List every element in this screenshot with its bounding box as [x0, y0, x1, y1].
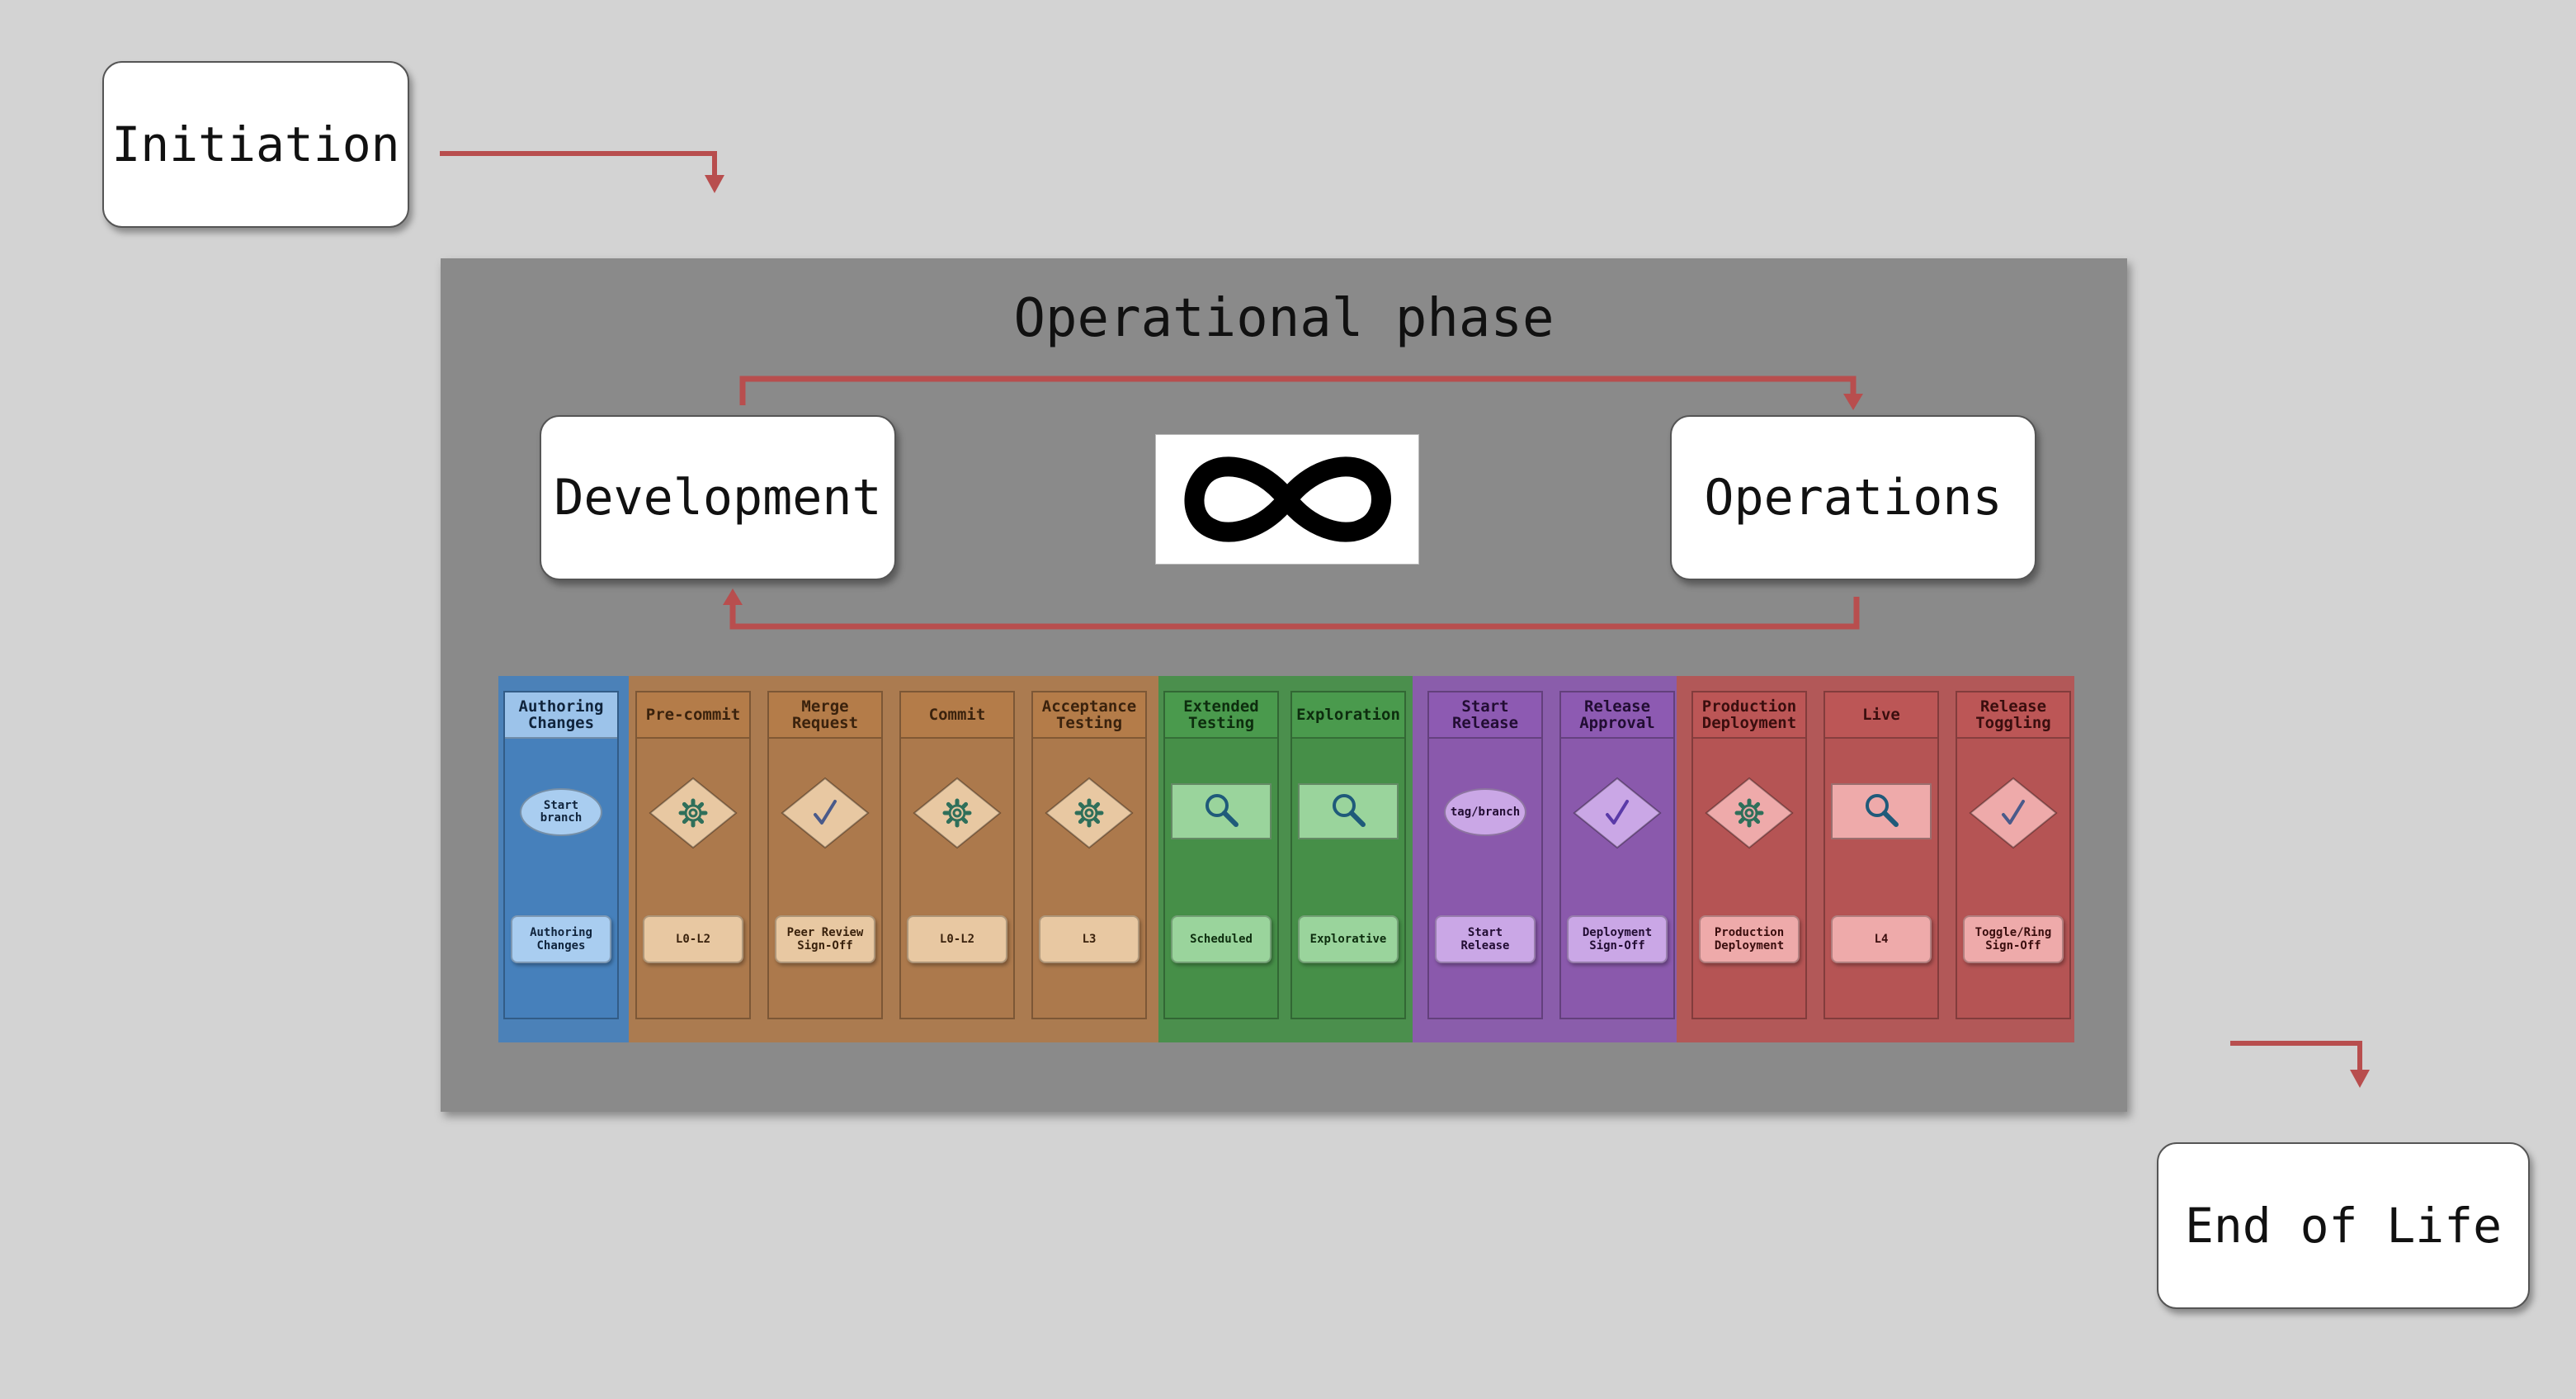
- magnifier-icon: [1861, 790, 1901, 833]
- review-rect: [1298, 783, 1399, 839]
- lane-title: Release Toggling: [1957, 692, 2069, 739]
- magnifier-icon: [1201, 790, 1241, 833]
- check-icon: [1601, 796, 1634, 833]
- start-ellipse-label: tag/branch: [1444, 788, 1526, 836]
- lane-title: Release Approval: [1561, 692, 1673, 739]
- lane-card: Start Release: [1435, 915, 1536, 963]
- lane: Release Toggling Toggle/Ring Sign-Off: [1956, 691, 2071, 1019]
- lane: Acceptance Testing L3: [1031, 691, 1147, 1019]
- initiation-phase: Initiation: [102, 61, 409, 228]
- check-icon: [1997, 796, 2030, 833]
- end-of-life-phase: End of Life: [2157, 1142, 2530, 1309]
- lane-card: Deployment Sign-Off: [1567, 915, 1668, 963]
- decision-diamond: [779, 775, 871, 854]
- lane-card: Explorative: [1298, 915, 1399, 963]
- gear-icon: [1733, 796, 1766, 833]
- gear-icon: [941, 796, 974, 833]
- lane-card: Toggle/Ring Sign-Off: [1963, 915, 2064, 963]
- lane-title: Pre-commit: [637, 692, 749, 739]
- decision-diamond: [1571, 775, 1663, 854]
- gear-icon: [677, 796, 710, 833]
- lane-card: L4: [1831, 915, 1932, 963]
- lane-card: Production Deployment: [1699, 915, 1800, 963]
- lane-title: Merge Request: [769, 692, 881, 739]
- decision-diamond: [911, 775, 1003, 854]
- lane-card: L0-L2: [643, 915, 743, 963]
- lane-card: Peer Review Sign-Off: [775, 915, 875, 963]
- decision-diamond: [1703, 775, 1795, 854]
- lane-title: Acceptance Testing: [1033, 692, 1145, 739]
- lane-title: Start Release: [1429, 692, 1541, 739]
- lane-title: Extended Testing: [1165, 692, 1277, 739]
- lane-title: Production Deployment: [1693, 692, 1805, 739]
- lane: Merge Request Peer Review Sign-Off: [767, 691, 883, 1019]
- start-ellipse: Start branch: [520, 788, 602, 836]
- start-ellipse: tag/branch: [1444, 788, 1526, 836]
- lane-title: Live: [1825, 692, 1937, 739]
- decision-diamond: [1043, 775, 1135, 854]
- infinity-icon: [1155, 434, 1419, 565]
- devops-cycle-arrows: [723, 376, 1863, 630]
- lane: Commit L0-L2: [899, 691, 1015, 1019]
- start-ellipse-label: Start branch: [520, 788, 602, 836]
- lane-card: Authoring Changes: [511, 915, 611, 963]
- lane-title: Exploration: [1292, 692, 1404, 739]
- check-icon: [809, 796, 842, 833]
- lane-card: L0-L2: [907, 915, 1007, 963]
- lane-title: Commit: [901, 692, 1013, 739]
- decision-diamond: [647, 775, 739, 854]
- review-rect: [1171, 783, 1271, 839]
- operational-phase-panel: Operational phase Development Operations…: [441, 258, 2127, 1112]
- operations-box: Operations: [1670, 415, 2036, 580]
- magnifier-icon: [1328, 790, 1368, 833]
- lane-card: Scheduled: [1171, 915, 1271, 963]
- lane: Pre-commit L0-L2: [635, 691, 751, 1019]
- lane-title: Authoring Changes: [505, 692, 617, 739]
- operational-phase-title: Operational phase: [1013, 288, 1555, 349]
- development-box: Development: [540, 415, 896, 580]
- gear-icon: [1073, 796, 1106, 833]
- review-rect: [1831, 783, 1932, 839]
- lane-card: L3: [1039, 915, 1139, 963]
- lane: Production Deployment Production Deploym…: [1691, 691, 1807, 1019]
- decision-diamond: [1967, 775, 2059, 854]
- lane: Release Approval Deployment Sign-Off: [1559, 691, 1675, 1019]
